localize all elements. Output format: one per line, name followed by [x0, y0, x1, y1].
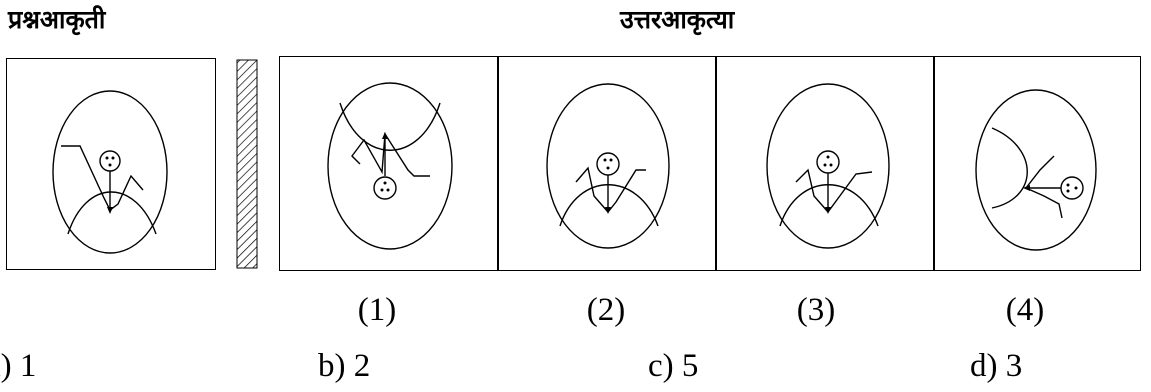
question-figure-heading: प्रश्नआकृती — [8, 5, 106, 34]
option-c[interactable]: c) 5 — [648, 348, 699, 384]
answer-divider — [715, 56, 717, 271]
figure-number-1: (1) — [357, 292, 397, 328]
answer-figures-frame — [279, 56, 1141, 271]
figure-number-3: (3) — [796, 292, 836, 328]
mirror-icon — [236, 59, 258, 269]
option-a[interactable]: a) 1 — [0, 348, 37, 384]
figure-number-4: (4) — [1005, 292, 1045, 328]
answer-figure-3 — [766, 83, 890, 249]
question-figure-frame — [6, 58, 216, 270]
option-b[interactable]: b) 2 — [318, 348, 371, 384]
option-d[interactable]: d) 3 — [970, 348, 1023, 384]
figure-number-2: (2) — [586, 292, 626, 328]
question-figure — [52, 90, 168, 254]
answer-figure-1 — [327, 82, 453, 250]
answer-figure-2 — [546, 83, 670, 249]
answer-figures-heading: उत्तरआकृत्या — [620, 5, 735, 34]
answer-divider — [933, 56, 935, 271]
answer-divider — [497, 56, 499, 271]
answer-figure-4 — [975, 89, 1097, 251]
